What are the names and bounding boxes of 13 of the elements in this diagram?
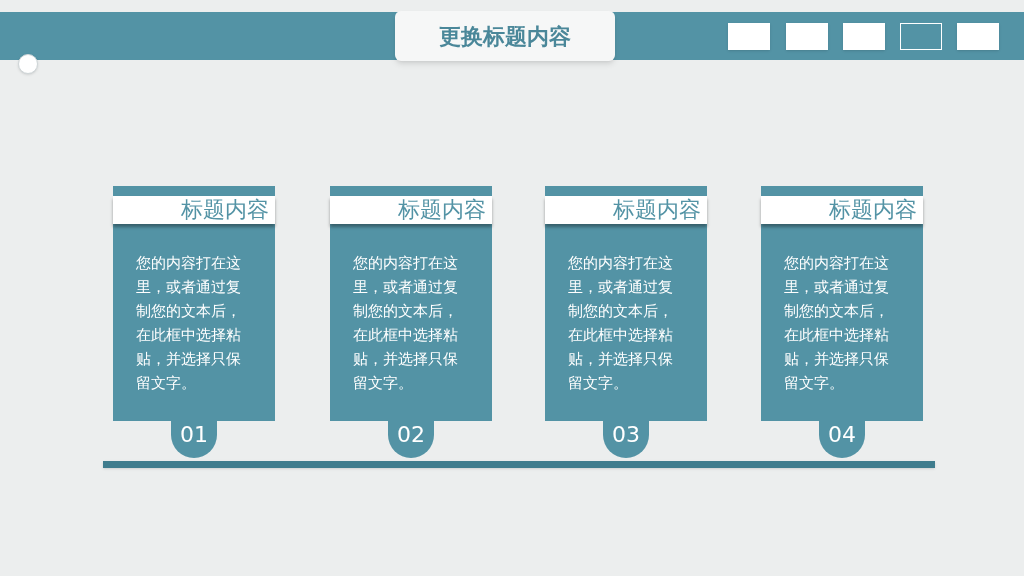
card-body-text: 您的内容打在这里，或者通过复制您的文本后，在此框中选择粘贴，并选择只保留文字。 bbox=[353, 253, 459, 394]
title: 更换标题内容 bbox=[439, 22, 571, 51]
card-heading: 标题内容 bbox=[613, 199, 701, 221]
card-heading: 标题内容 bbox=[829, 199, 917, 221]
card bbox=[761, 186, 923, 421]
card-body-text: 您的内容打在这里，或者通过复制您的文本后，在此框中选择粘贴，并选择只保留文字。 bbox=[568, 253, 674, 394]
card-heading: 标题内容 bbox=[181, 199, 269, 221]
card bbox=[113, 186, 275, 421]
card-body-text: 您的内容打在这里，或者通过复制您的文本后，在此框中选择粘贴，并选择只保留文字。 bbox=[784, 253, 890, 394]
card bbox=[330, 186, 492, 421]
card bbox=[545, 186, 707, 421]
card-body-text: 您的内容打在这里，或者通过复制您的文本后，在此框中选择粘贴，并选择只保留文字。 bbox=[136, 253, 242, 394]
card-heading: 标题内容 bbox=[398, 199, 486, 221]
